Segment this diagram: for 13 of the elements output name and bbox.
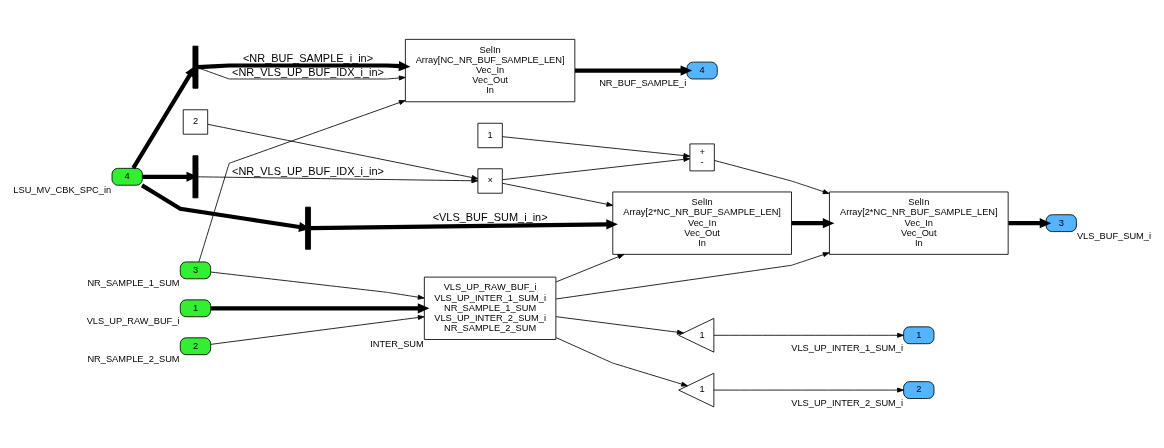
node-label: NR_SAMPLE_2_SUM <box>87 354 180 365</box>
node-label: INTER_SUM <box>370 338 424 349</box>
node-label: NR_BUF_SAMPLE_i <box>599 78 687 89</box>
node-label: VLS_UP_INTER_2_SUM_i <box>791 397 904 408</box>
node-label: LSU_MV_CBK_SPC_in <box>13 184 112 195</box>
node-label: NR_SAMPLE_1_SUM <box>87 278 180 289</box>
node-label: VLS_UP_INTER_1_SUM_i <box>791 343 904 354</box>
edge-label: <NR_VLS_UP_BUF_IDX_i_in> <box>232 65 385 78</box>
edge-label: <VLS_BUF_SUM_i_in> <box>432 210 548 223</box>
node-label: VLS_BUF_SUM_i <box>1076 231 1152 242</box>
edge-label: <NR_VLS_UP_BUF_IDX_i_in> <box>232 164 385 177</box>
node-label: VLS_UP_RAW_BUF_i <box>86 316 180 327</box>
edge-label: <NR_BUF_SAMPLE_i_in> <box>242 52 374 65</box>
